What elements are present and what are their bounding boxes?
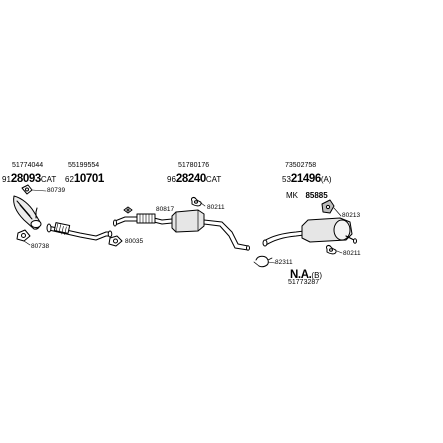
part-number-51774044: 51774044 bbox=[12, 162, 44, 169]
hanger-80211-center bbox=[191, 197, 206, 207]
part-code-82311: 82311 bbox=[275, 259, 293, 266]
na-label: N.A. bbox=[290, 269, 312, 281]
center-catalyst-code-number: 28240 bbox=[175, 173, 206, 185]
na-code-label: N.A.(B) bbox=[290, 266, 322, 282]
hanger-80211-rear bbox=[326, 245, 343, 255]
gasket-80035 bbox=[108, 235, 123, 247]
gasket-80739 bbox=[21, 184, 47, 195]
catalyst-code-number: 28093 bbox=[10, 173, 41, 185]
rear-muffler-code-label: 5321496(A) bbox=[282, 170, 332, 186]
front-pipe-code-number: 10701 bbox=[73, 173, 104, 185]
rear-muffler-code-prefix: 53 bbox=[282, 175, 291, 184]
rear-muffler bbox=[301, 217, 357, 244]
part-number-55199554: 55199554 bbox=[68, 162, 100, 169]
mk-label: MK bbox=[286, 191, 298, 200]
center-catalyst-code-label: 9628240CAT bbox=[167, 170, 221, 186]
catalyst-code-prefix: 91 bbox=[2, 175, 11, 184]
hanger-80213 bbox=[321, 199, 342, 217]
part-code-80035: 80035 bbox=[125, 238, 144, 245]
part-code-80738: 80738 bbox=[31, 243, 50, 250]
clamp-82311 bbox=[253, 255, 276, 268]
catalyst-code-label: 9128093CAT bbox=[2, 170, 56, 186]
part-code-80213: 80213 bbox=[342, 212, 361, 219]
part-code-80817: 80817 bbox=[156, 206, 175, 213]
mk-code-label: MK 85885 bbox=[286, 186, 328, 202]
rear-muffler-code-suffix: (A) bbox=[320, 175, 332, 184]
front-pipe-code-label: 6210701 bbox=[65, 170, 104, 186]
gasket-80738 bbox=[16, 229, 31, 246]
part-number-73502758: 73502758 bbox=[285, 162, 317, 169]
catalyst-code-suffix: CAT bbox=[40, 175, 57, 184]
rear-connecting-pipe bbox=[262, 230, 305, 247]
part-number-51773287: 51773287 bbox=[288, 279, 320, 286]
part-code-80211-center: 80211 bbox=[207, 204, 225, 211]
na-suffix: (B) bbox=[311, 271, 323, 280]
center-catalyst-code-prefix: 96 bbox=[167, 175, 176, 184]
front-pipe-code-prefix: 62 bbox=[65, 175, 74, 184]
front-pipe bbox=[46, 222, 113, 241]
intermediate-pipe bbox=[113, 206, 173, 227]
rear-muffler-code-number: 21496 bbox=[290, 173, 321, 185]
mk-value: 85885 bbox=[305, 191, 328, 200]
part-number-51780176: 51780176 bbox=[178, 162, 210, 169]
part-code-80211-rear: 80211 bbox=[343, 250, 361, 257]
center-silencer bbox=[171, 209, 250, 251]
catalytic-converter-left bbox=[13, 195, 42, 230]
part-code-80739: 80739 bbox=[47, 187, 66, 194]
center-catalyst-code-suffix: CAT bbox=[205, 175, 222, 184]
